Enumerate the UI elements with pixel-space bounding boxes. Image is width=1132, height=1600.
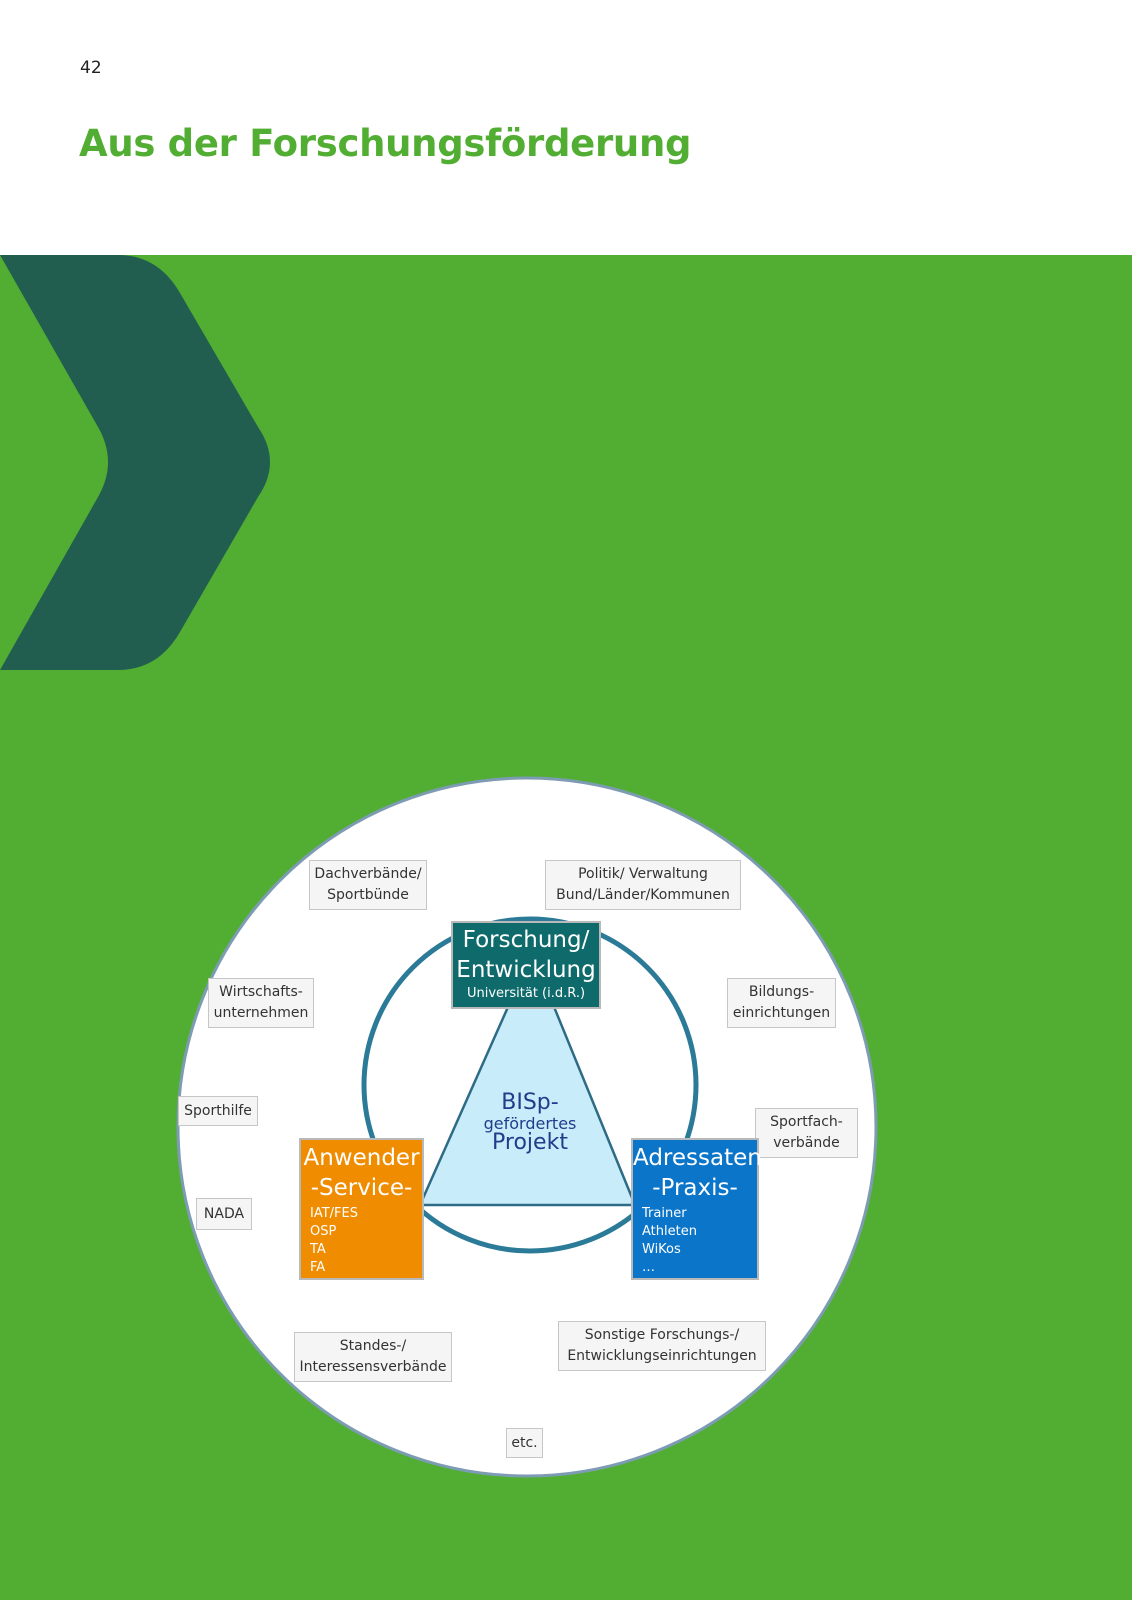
project-label-line3: Projekt (492, 1130, 568, 1155)
service-item: TA (310, 1242, 326, 1257)
stakeholder-sporthilfe: Sporthilfe (178, 1096, 258, 1126)
project-label-line1: BISp- (501, 1090, 559, 1115)
inner-ring (361, 916, 699, 1254)
practice-title-2: -Praxis- (652, 1175, 738, 1201)
service-item: FA (310, 1260, 326, 1275)
stakeholder-standes: Standes-/ Interessensverbände (294, 1332, 452, 1382)
service-title-2: -Service- (310, 1175, 413, 1201)
chevron-shape (0, 255, 270, 670)
practice-item: Athleten (642, 1224, 697, 1239)
stakeholder-nada: NADA (196, 1198, 252, 1230)
practice-title-1: Adressaten (633, 1145, 762, 1171)
research-box: Forschung/ Entwicklung Universität (i.d.… (451, 921, 601, 1009)
stakeholder-etc: etc. (506, 1428, 543, 1458)
chevron-icon (0, 255, 270, 670)
practice-item: … (642, 1260, 655, 1275)
stakeholder-politik: Politik/ Verwaltung Bund/Länder/Kommunen (545, 860, 741, 910)
stakeholder-sportfach: Sportfach- verbände (755, 1108, 858, 1158)
practice-item: WiKos (642, 1242, 681, 1257)
service-title-1: Anwender (303, 1145, 420, 1171)
project-triangle (418, 949, 637, 1207)
research-subtitle: Universität (i.d.R.) (466, 986, 586, 1001)
stakeholder-dachverbaende: Dachverbände/ Sportbünde (309, 860, 427, 910)
page-title: Aus der Forschungsförderung (79, 122, 692, 165)
research-title-1: Forschung/ (462, 927, 590, 953)
service-item: IAT/FES (310, 1206, 358, 1221)
stakeholder-bildung: Bildungs- einrichtungen (727, 978, 836, 1028)
stakeholder-wirtschaft: Wirtschafts- unternehmen (208, 978, 314, 1028)
practice-item: Trainer (642, 1206, 687, 1221)
practice-box: Adressaten -Praxis- Trainer Athleten WiK… (631, 1138, 762, 1280)
service-box: Anwender -Service- IAT/FES OSP TA FA (299, 1138, 424, 1280)
page-number: 42 (80, 58, 102, 78)
service-item: OSP (310, 1224, 337, 1239)
research-title-2: Entwicklung (456, 957, 596, 983)
stakeholder-diagram: Dachverbände/ Sportbünde Politik/ Verwal… (175, 775, 879, 1479)
project-label: BISp- gefördertes Projekt (455, 1090, 605, 1154)
diagram-graphics (176, 776, 878, 1478)
stakeholder-sonstige: Sonstige Forschungs-/ Entwicklungseinric… (558, 1321, 766, 1371)
project-label-line2: gefördertes (483, 1114, 577, 1133)
